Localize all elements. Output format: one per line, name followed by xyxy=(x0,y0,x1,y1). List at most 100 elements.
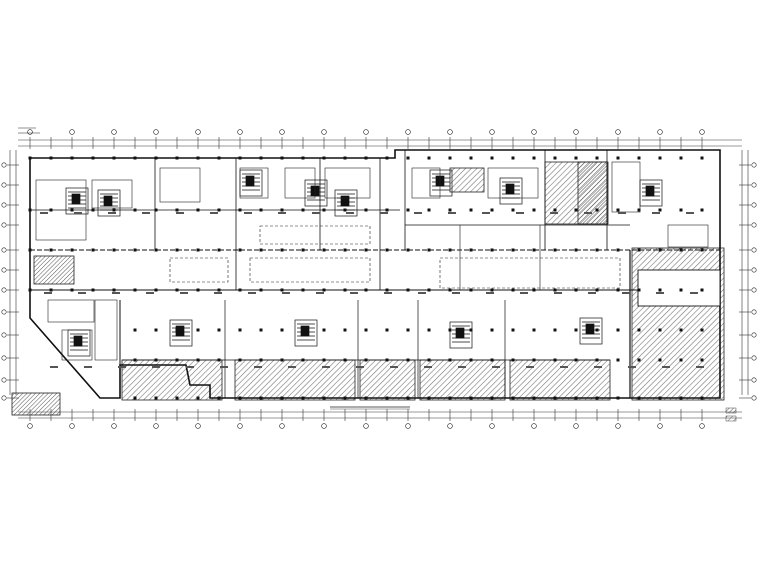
column-icon xyxy=(406,208,410,212)
column-icon xyxy=(553,288,557,292)
grid-axis-bubble-icon xyxy=(195,423,201,429)
grid-axis-bubble-icon xyxy=(237,423,243,429)
column-icon xyxy=(532,208,536,212)
column-icon xyxy=(700,358,704,362)
column-icon xyxy=(70,248,74,252)
column-icon xyxy=(616,248,620,252)
room-tag xyxy=(316,292,324,294)
room-tag xyxy=(690,292,698,294)
column-icon xyxy=(49,248,53,252)
column-icon xyxy=(679,328,683,332)
column-icon xyxy=(637,156,641,160)
grid-axis-bubble-icon xyxy=(1,182,7,188)
room-tag xyxy=(180,292,188,294)
column-icon xyxy=(511,156,515,160)
column-icon xyxy=(469,208,473,212)
grid-axis-bubble-icon xyxy=(1,377,7,383)
column-icon xyxy=(385,208,389,212)
column-icon xyxy=(49,288,53,292)
grid-axis-bubble-icon xyxy=(27,129,33,135)
room-tag xyxy=(74,212,82,214)
column-icon xyxy=(406,288,410,292)
column-icon xyxy=(70,208,74,212)
column-icon xyxy=(154,396,158,400)
column-icon xyxy=(679,358,683,362)
column-icon xyxy=(595,248,599,252)
column-icon xyxy=(574,248,578,252)
column-icon xyxy=(532,358,536,362)
grid-axis-bubble-icon xyxy=(195,129,201,135)
column-icon xyxy=(385,328,389,332)
grid-axis-bubble-icon xyxy=(1,162,7,168)
column-icon xyxy=(364,248,368,252)
grid-axis-bubble-icon xyxy=(1,395,7,401)
column-icon xyxy=(490,248,494,252)
column-icon xyxy=(679,208,683,212)
column-icon xyxy=(427,328,431,332)
column-icon xyxy=(112,156,116,160)
column-icon xyxy=(280,358,284,362)
column-icon xyxy=(511,328,515,332)
column-icon xyxy=(112,288,116,292)
column-icon xyxy=(49,208,53,212)
column-icon xyxy=(175,288,179,292)
column-icon xyxy=(616,288,620,292)
column-icon xyxy=(553,328,557,332)
room-tag xyxy=(288,366,296,368)
structural-columns xyxy=(28,156,704,400)
room-tag xyxy=(418,292,426,294)
column-icon xyxy=(322,208,326,212)
column-icon xyxy=(259,156,263,160)
grid-axis-bubble-icon xyxy=(1,202,7,208)
column-icon xyxy=(616,396,620,400)
column-icon xyxy=(553,156,557,160)
column-icon xyxy=(343,248,347,252)
column-icon xyxy=(574,328,578,332)
column-icon xyxy=(448,248,452,252)
column-icon xyxy=(280,156,284,160)
grid-axis-bubble-icon xyxy=(153,129,159,135)
column-icon xyxy=(322,248,326,252)
grid-axis-bubble-icon xyxy=(657,129,663,135)
column-icon xyxy=(154,208,158,212)
column-icon xyxy=(154,358,158,362)
column-icon xyxy=(427,208,431,212)
room-tag xyxy=(516,212,524,214)
column-icon xyxy=(574,396,578,400)
room-tag xyxy=(662,366,670,368)
grid-axis-bubble-icon xyxy=(489,129,495,135)
column-icon xyxy=(154,288,158,292)
grid-axis-bubble-icon xyxy=(751,247,757,253)
column-icon xyxy=(364,208,368,212)
stair-core xyxy=(499,177,523,205)
stair-core xyxy=(579,317,603,345)
column-icon xyxy=(595,396,599,400)
room-tag xyxy=(186,366,194,368)
room-tag xyxy=(108,212,116,214)
column-icon xyxy=(700,328,704,332)
column-icon xyxy=(301,156,305,160)
column-icon xyxy=(595,288,599,292)
column-icon xyxy=(91,208,95,212)
column-icon xyxy=(154,328,158,332)
room-tag xyxy=(112,292,120,294)
column-icon xyxy=(532,156,536,160)
column-icon xyxy=(322,288,326,292)
column-icon xyxy=(154,156,158,160)
column-icon xyxy=(259,396,263,400)
column-icon xyxy=(175,248,179,252)
dimension-lines xyxy=(9,139,749,419)
room-partitions xyxy=(35,161,709,361)
column-icon xyxy=(385,156,389,160)
column-icon xyxy=(343,156,347,160)
column-icon xyxy=(574,288,578,292)
grid-axis-bubble-icon xyxy=(69,423,75,429)
column-icon xyxy=(658,248,662,252)
column-icon xyxy=(553,248,557,252)
room-tag xyxy=(482,212,490,214)
column-icon xyxy=(238,248,242,252)
column-icon xyxy=(28,208,32,212)
column-icon xyxy=(196,156,200,160)
column-icon xyxy=(238,358,242,362)
column-icon xyxy=(616,208,620,212)
